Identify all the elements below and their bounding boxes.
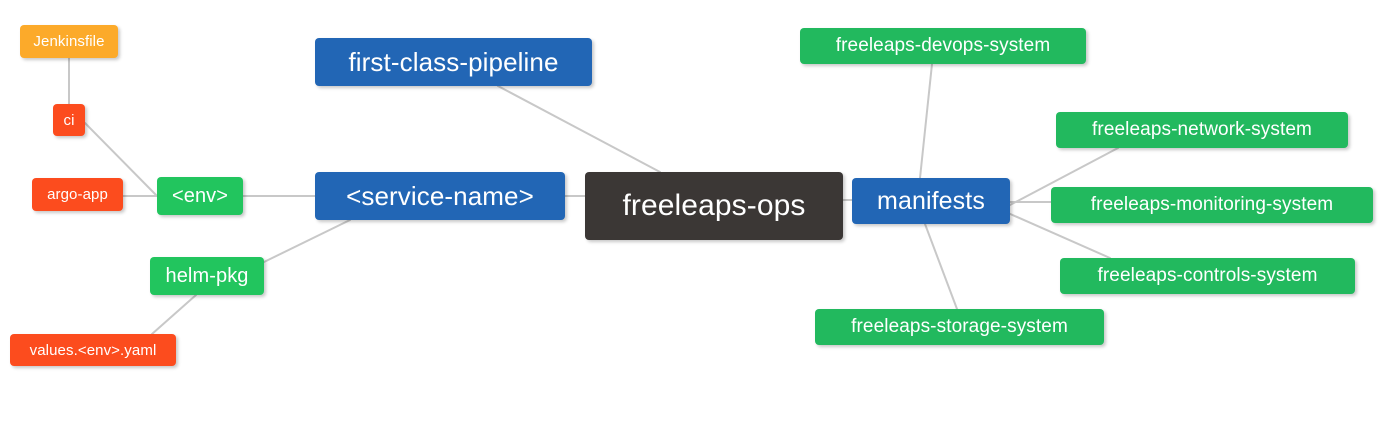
mindmap-node-manifests[interactable]: manifests	[852, 178, 1010, 224]
edge-pipeline-to-root	[497, 85, 661, 173]
mindmap-node-root[interactable]: freeleaps-ops	[585, 172, 843, 240]
mindmap-node-pipeline[interactable]: first-class-pipeline	[315, 38, 592, 86]
mindmap-node-values-yaml[interactable]: values.<env>.yaml	[10, 334, 176, 366]
edge-manifests-to-storage-sys	[924, 223, 958, 310]
mindmap-node-jenkinsfile[interactable]: Jenkinsfile	[20, 25, 118, 58]
mindmap-node-service-name[interactable]: <service-name>	[315, 172, 565, 220]
mindmap-node-env[interactable]: <env>	[157, 177, 243, 215]
mindmap-node-devops-sys[interactable]: freeleaps-devops-system	[800, 28, 1086, 64]
mindmap-node-ci[interactable]: ci	[53, 104, 85, 136]
mindmap-node-monitoring-sys[interactable]: freeleaps-monitoring-system	[1051, 187, 1373, 223]
edge-helm-pkg-to-service-name	[263, 219, 351, 263]
mindmap-node-argo-app[interactable]: argo-app	[32, 178, 123, 211]
mindmap-node-storage-sys[interactable]: freeleaps-storage-system	[815, 309, 1104, 345]
mindmap-node-controls-sys[interactable]: freeleaps-controls-system	[1060, 258, 1355, 294]
edge-manifests-to-devops-sys	[919, 63, 933, 179]
edge-values-yaml-to-helm-pkg	[151, 294, 197, 335]
mindmap-node-helm-pkg[interactable]: helm-pkg	[150, 257, 264, 295]
mindmap-node-network-sys[interactable]: freeleaps-network-system	[1056, 112, 1348, 148]
